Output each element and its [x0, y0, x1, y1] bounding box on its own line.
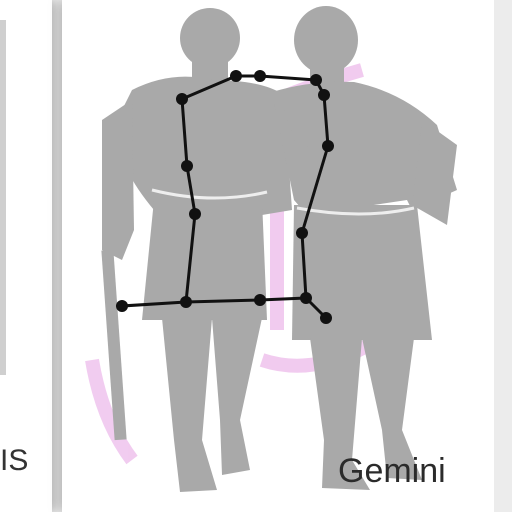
star — [322, 140, 334, 152]
star — [296, 227, 308, 239]
star — [300, 292, 312, 304]
star — [176, 93, 188, 105]
previous-card-label: IS — [0, 444, 29, 477]
constellation-card[interactable]: Gemini — [62, 0, 494, 512]
gemini-illustration — [85, 6, 457, 492]
card-divider — [0, 20, 6, 375]
belt-lines — [151, 188, 415, 216]
star — [230, 70, 242, 82]
constellation-stars — [116, 70, 334, 324]
star — [189, 208, 201, 220]
star — [254, 294, 266, 306]
star — [318, 89, 330, 101]
star — [116, 300, 128, 312]
star — [320, 312, 332, 324]
next-card-edge[interactable] — [494, 0, 512, 512]
constellation-name: Gemini — [338, 452, 446, 490]
star — [310, 74, 322, 86]
star — [254, 70, 266, 82]
left-twin-silhouette — [101, 8, 293, 492]
star — [181, 160, 193, 172]
previous-card[interactable]: IS — [0, 0, 52, 512]
star — [180, 296, 192, 308]
